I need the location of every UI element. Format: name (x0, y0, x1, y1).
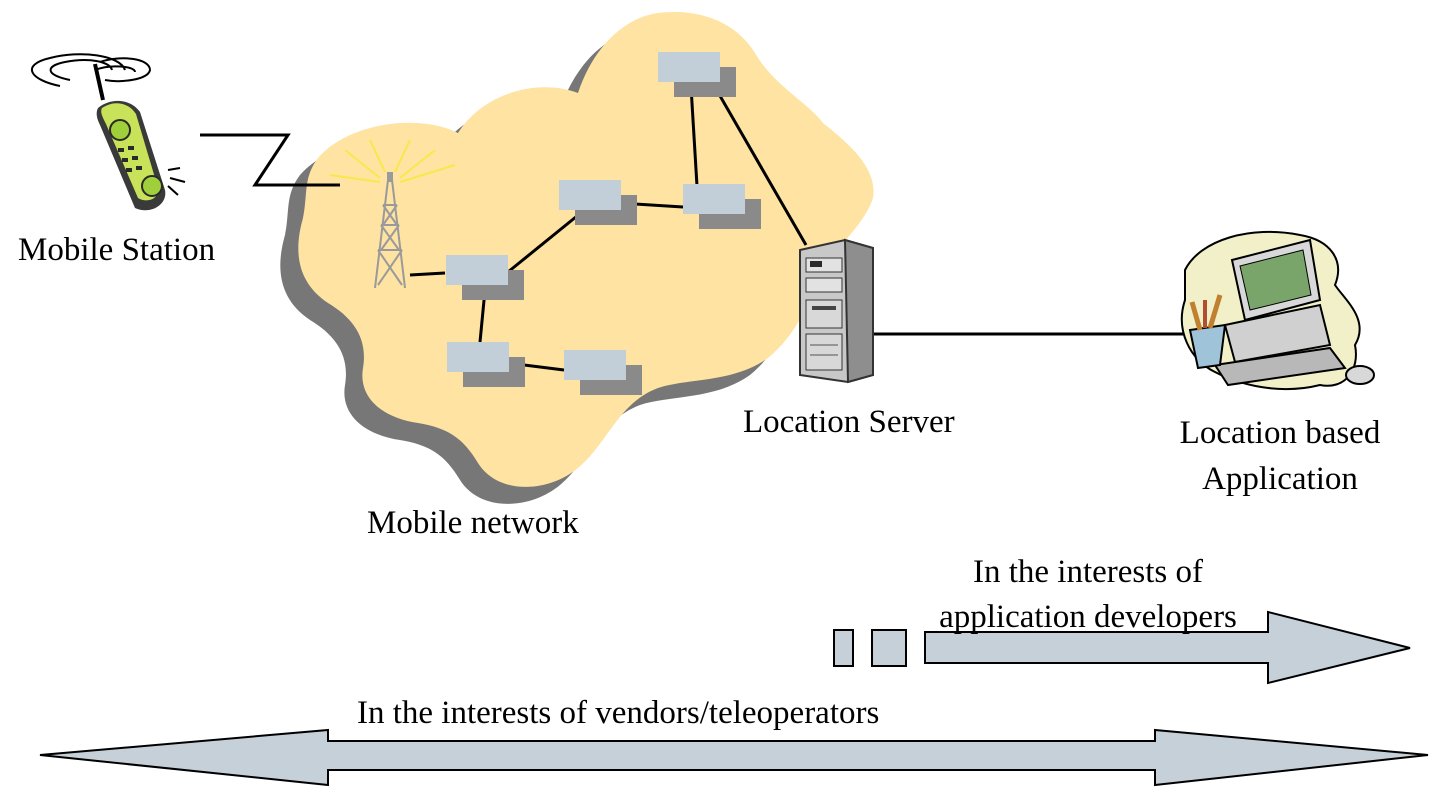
application-label-line2: Application (1202, 461, 1358, 497)
application-developers-arrow (924, 610, 1411, 685)
application-label-line1: Location based (1179, 415, 1381, 451)
mobile-phone-icon (30, 53, 186, 211)
link-node-f-server (710, 81, 808, 246)
developers-label-line2: application developers (939, 599, 1237, 635)
arrow-tail-block (871, 629, 907, 667)
server-tower-icon (799, 238, 874, 384)
link-tower-node (409, 271, 446, 277)
mobile-station-label: Mobile Station (18, 232, 216, 268)
network-node (658, 52, 736, 97)
link-node-a-b (507, 210, 583, 274)
network-node (447, 342, 525, 387)
network-node (446, 255, 524, 300)
mobile-network-label: Mobile network (367, 505, 579, 541)
mobile-network-cloud (298, 11, 874, 487)
arrow-tail-block (833, 629, 854, 667)
desktop-computer-icon (1180, 231, 1375, 391)
network-node (683, 184, 761, 229)
network-node (564, 350, 642, 395)
vendors-label: In the interests of vendors/teleoperator… (357, 695, 880, 731)
location-server-label: Location Server (743, 404, 955, 440)
radio-tower-icon (329, 139, 456, 289)
network-node (559, 180, 637, 225)
vendors-teleoperators-arrow (39, 728, 1429, 787)
radio-link (200, 133, 340, 187)
developers-label-line1: In the interests of (972, 554, 1204, 590)
